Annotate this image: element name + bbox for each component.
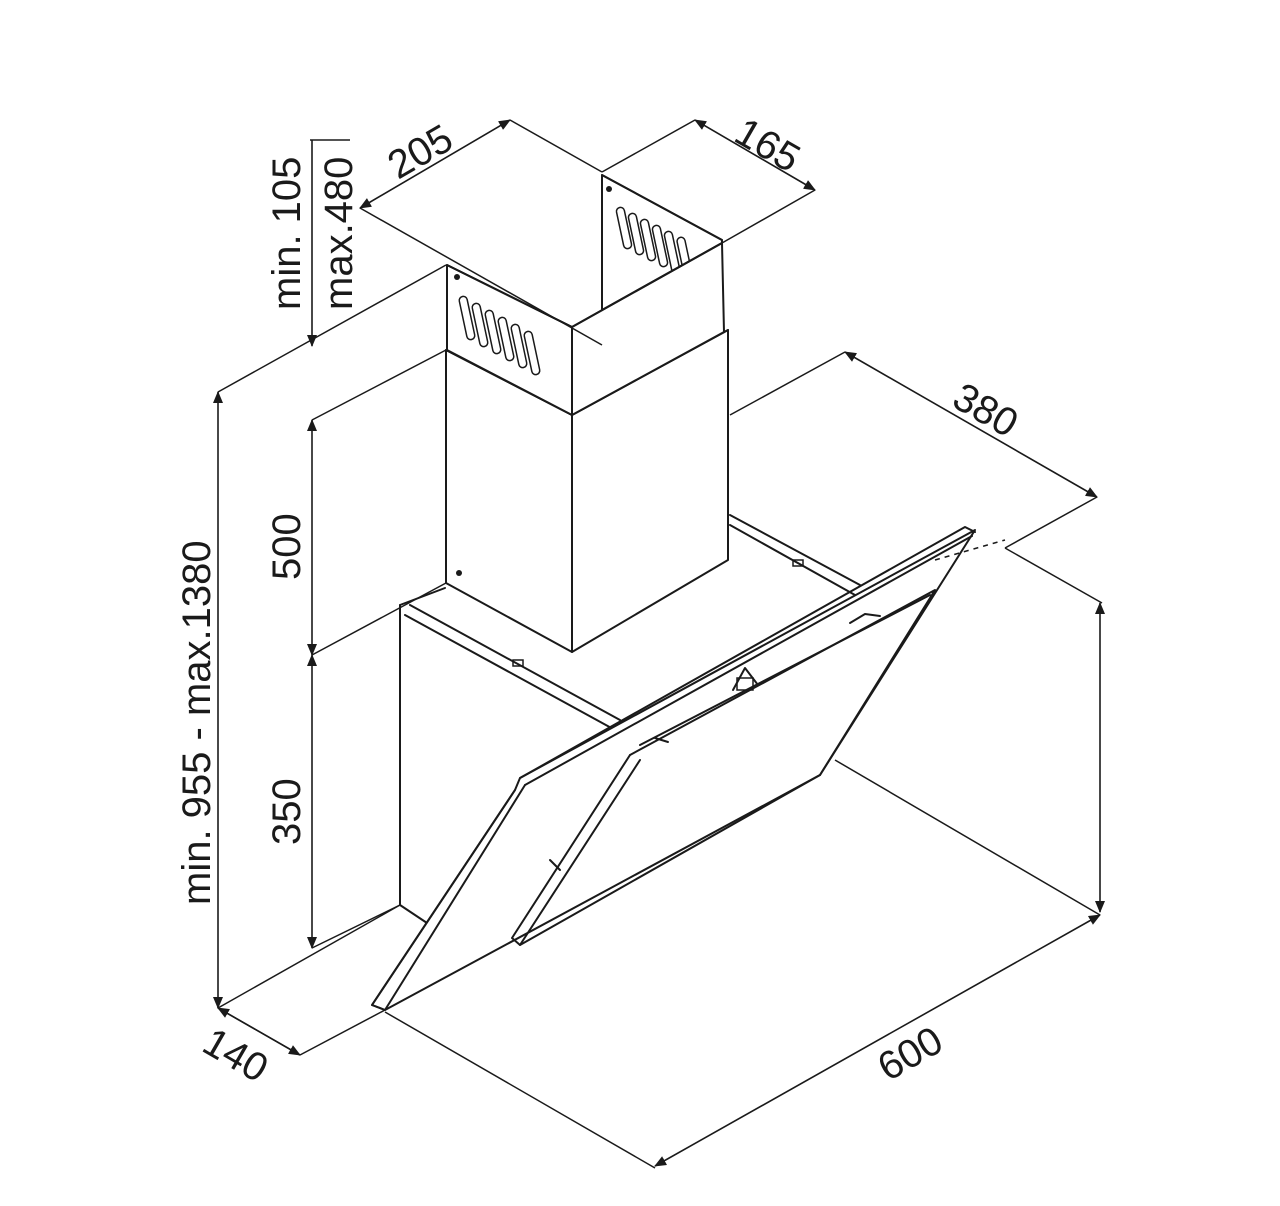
chimney (445, 174, 729, 653)
label-140: 140 (196, 1020, 276, 1091)
label-max-480: max.480 (317, 157, 361, 310)
label-min-105: min. 105 (265, 157, 309, 310)
height-dimensions: min. 105 max.480 500 350 min. 955 - max.… (175, 139, 447, 1009)
vent-slots-front (458, 295, 541, 376)
label-205: 205 (381, 116, 461, 187)
dimension-380: 380 (729, 351, 1098, 549)
hood-body (399, 514, 1101, 926)
glass-panel (371, 526, 1006, 1011)
label-total-height: min. 955 - max.1380 (175, 540, 219, 905)
label-350: 350 (265, 778, 309, 845)
label-500: 500 (265, 513, 309, 580)
label-165: 165 (728, 110, 808, 181)
label-600: 600 (871, 1018, 951, 1089)
dimension-right-height (1004, 547, 1105, 913)
label-380: 380 (946, 375, 1026, 446)
dimension-140: 140 (196, 1007, 386, 1091)
